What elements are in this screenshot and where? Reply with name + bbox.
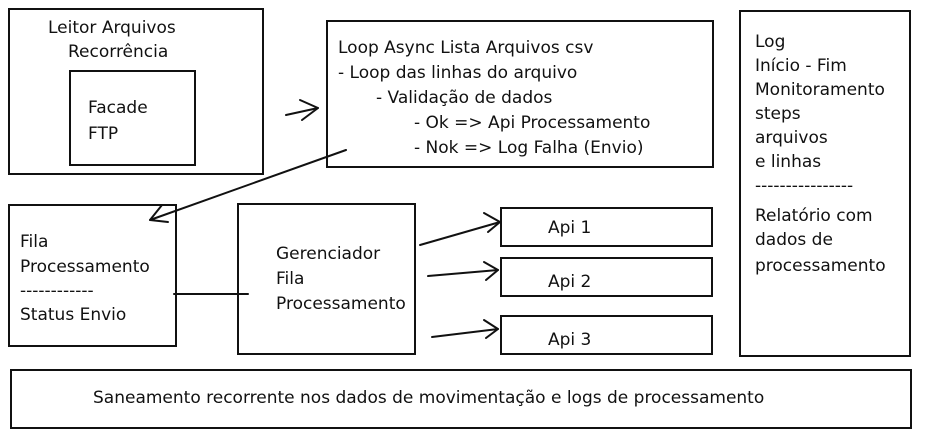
api-2-box <box>500 257 713 297</box>
loop-line-1: Loop Async Lista Arquivos csv <box>338 38 594 58</box>
log-line-9: processamento <box>755 256 886 276</box>
arrow-loop-to-queue <box>149 149 347 221</box>
log-line-5: arquivos <box>755 128 828 148</box>
queue-divider: ------------ <box>20 281 94 301</box>
arrow-manager-to-api-2 <box>427 269 499 277</box>
facade-ftp-box <box>69 70 196 166</box>
api-2-label: Api 2 <box>548 272 592 292</box>
ftp-label: FTP <box>88 124 119 144</box>
reader-box <box>8 8 264 175</box>
queue-line-1: Fila <box>20 232 49 252</box>
log-line-2: Início - Fim <box>755 56 847 76</box>
reader-title-line-1: Leitor Arquivos <box>48 18 176 38</box>
log-box <box>739 10 911 357</box>
log-line-6: e linhas <box>755 152 822 172</box>
reader-title-line-2: Recorrência <box>68 42 169 62</box>
queue-line-2: Processamento <box>20 257 150 277</box>
api-1-box <box>500 207 713 247</box>
arrow-reader-to-loop <box>285 107 319 116</box>
log-line-1: Log <box>755 32 786 52</box>
api-3-label: Api 3 <box>548 330 592 350</box>
loop-line-2: - Loop das linhas do arquivo <box>338 63 578 83</box>
manager-line-1: Gerenciador <box>276 244 381 264</box>
manager-line-2: Fila <box>276 269 305 289</box>
manager-line-3: Processamento <box>276 294 406 314</box>
loop-line-3: - Validação de dados <box>376 88 553 108</box>
loop-line-4: - Ok => Api Processamento <box>414 113 651 133</box>
queue-box <box>8 204 177 347</box>
api-3-box <box>500 315 713 355</box>
arrow-manager-to-api-1 <box>419 221 501 246</box>
arrow-manager-to-api-3 <box>431 328 499 338</box>
log-line-7: Relatório com <box>755 206 873 226</box>
log-line-3: Monitoramento <box>755 80 885 100</box>
manager-box <box>237 203 416 355</box>
loop-line-5: - Nok => Log Falha (Envio) <box>414 138 644 158</box>
log-line-4: steps <box>755 104 801 124</box>
log-divider: ---------------- <box>755 176 854 196</box>
log-line-8: dados de <box>755 230 833 250</box>
loop-box <box>326 20 714 168</box>
footer-text: Saneamento recorrente nos dados de movim… <box>93 388 765 408</box>
footer-box <box>10 369 912 429</box>
facade-label: Facade <box>88 98 148 118</box>
queue-line-3: Status Envio <box>20 305 127 325</box>
api-1-label: Api 1 <box>548 218 592 238</box>
